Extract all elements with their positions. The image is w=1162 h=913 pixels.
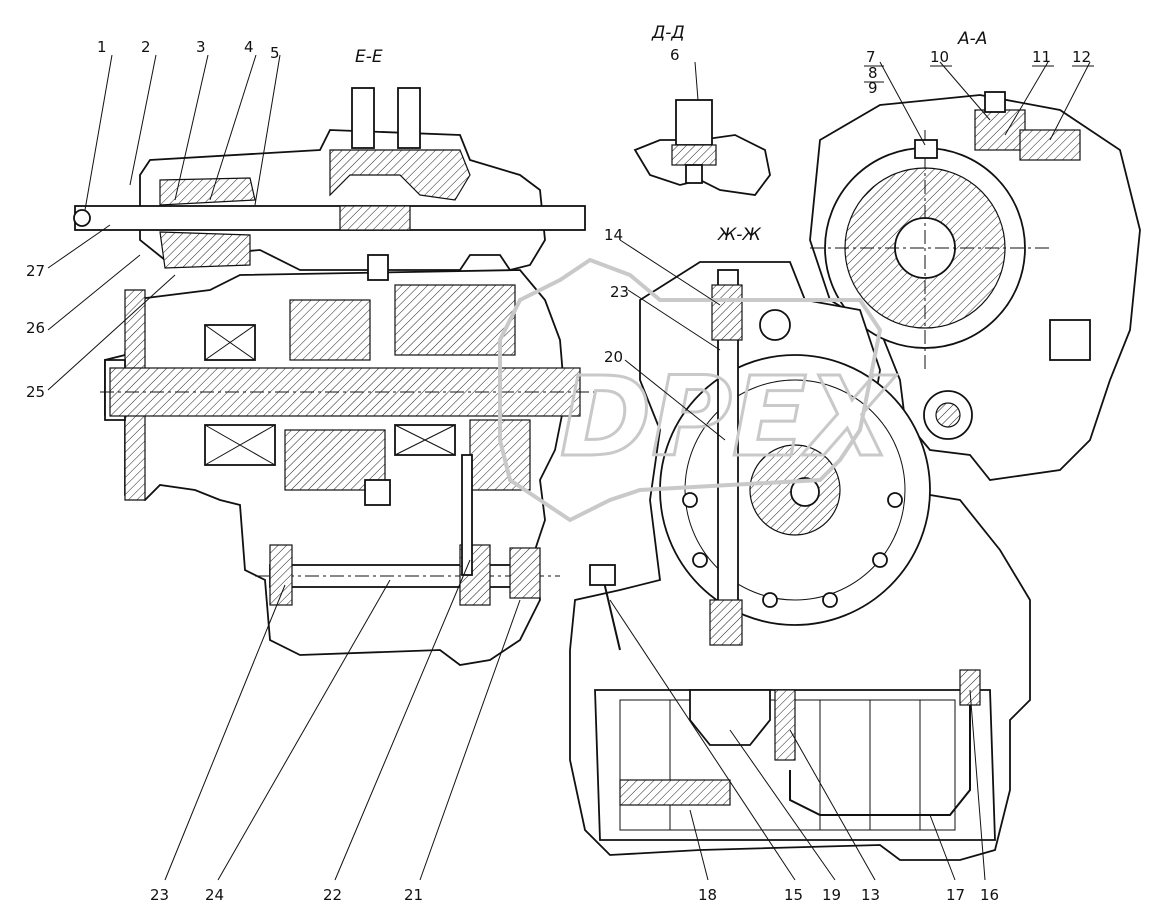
callout-9: 9 [868,79,878,97]
callout-19: 19 [822,886,841,904]
callout-25: 25 [26,383,45,401]
callout-underlines [864,65,1094,83]
callout-8: 8 [868,64,878,82]
callout-14: 14 [604,226,623,244]
callout-18: 18 [698,886,717,904]
watermark-logo: DPEX [498,257,899,523]
callout-26: 26 [26,319,45,337]
callout-6: 6 [670,46,680,64]
callout-23-right: 23 [610,283,629,301]
leader-lines [47,54,1091,881]
callout-17: 17 [946,886,965,904]
section-d-d-view [633,99,771,196]
section-title-zh-zh: Ж-Ж [717,225,761,245]
section-title-a-a: А-А [957,29,987,49]
callout-15: 15 [784,886,803,904]
callout-12: 12 [1072,48,1091,66]
callout-23-left: 23 [150,886,169,904]
callout-5: 5 [270,44,280,62]
section-e-e-view [73,87,600,666]
section-title-d-d: Д-Д [651,23,685,43]
callout-24: 24 [205,886,224,904]
callout-16: 16 [980,886,999,904]
callout-22: 22 [323,886,342,904]
callout-27: 27 [26,262,45,280]
callout-7: 7 [866,48,876,66]
callout-21: 21 [404,886,423,904]
callout-13: 13 [861,886,880,904]
section-a-a-view [809,91,1141,481]
callout-1: 1 [97,38,107,56]
callout-2: 2 [141,38,151,56]
callout-20: 20 [604,348,623,366]
watermark-text: DPEX [560,353,897,481]
callout-4: 4 [244,38,254,56]
callout-11: 11 [1032,48,1051,66]
callout-labels: 1 2 3 4 5 6 7 8 9 10 11 12 13 14 15 16 1… [26,38,1091,904]
section-title-e-e: Е-Е [355,47,383,67]
callout-3: 3 [196,38,206,56]
callout-10: 10 [930,48,949,66]
